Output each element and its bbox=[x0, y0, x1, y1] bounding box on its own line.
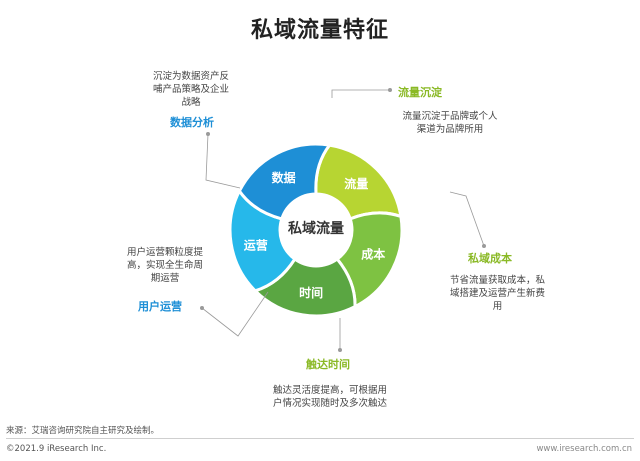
footer-divider bbox=[6, 438, 634, 439]
desc-line: 哺产品策略及企业 bbox=[152, 84, 229, 95]
segment-label: 运营 bbox=[244, 238, 268, 253]
callout-header-data-analysis: 数据分析 bbox=[170, 116, 214, 129]
desc-line: 触达灵活度提高，可根据用 bbox=[272, 385, 387, 396]
callout-desc-reach-time: 触达灵活度提高，可根据用 户情况实现随时及多次触达 bbox=[250, 384, 410, 410]
leader-dot bbox=[206, 132, 210, 136]
leader-dot bbox=[482, 244, 486, 248]
leader-dot bbox=[200, 306, 204, 310]
desc-line: 战略 bbox=[181, 97, 201, 108]
leader-line bbox=[449, 191, 485, 247]
desc-line: 户情况实现随时及多次触达 bbox=[272, 398, 387, 409]
callout-desc-data-analysis: 沉淀为数据资产反 哺产品策略及企业 战略 bbox=[136, 70, 246, 109]
desc-line: 高，实现全生命周 bbox=[126, 260, 203, 271]
site-url: www.iresearch.com.cn bbox=[536, 444, 632, 454]
leader-line bbox=[205, 133, 241, 189]
source-note: 来源：艾瑞咨询研究院自主研究及绘制。 bbox=[6, 426, 160, 436]
desc-line: 域搭建及运营产生新费 bbox=[449, 288, 545, 299]
callout-desc-private-cost: 节省流量获取成本，私 域搭建及运营产生新费 用 bbox=[430, 274, 565, 313]
desc-line: 用户运营颗粒度提 bbox=[126, 247, 203, 258]
segment-1 bbox=[335, 211, 404, 310]
copyright: ©2021.9 iResearch Inc. bbox=[6, 444, 107, 454]
callout-header-user-operation: 用户运营 bbox=[138, 300, 182, 313]
desc-line: 流量沉淀于品牌或个人 bbox=[402, 111, 498, 122]
page-title: 私域流量特征 bbox=[250, 18, 389, 43]
leader-dot bbox=[338, 348, 342, 352]
segment-label: 数据 bbox=[272, 170, 296, 185]
segment-label: 流量 bbox=[344, 176, 368, 191]
segment-2 bbox=[252, 256, 357, 318]
segment-3 bbox=[228, 188, 297, 293]
desc-line: 用 bbox=[492, 301, 503, 312]
leader-line bbox=[331, 89, 390, 98]
segment-label: 成本 bbox=[361, 247, 385, 262]
leader-line bbox=[201, 291, 269, 337]
callout-header-private-cost: 私域成本 bbox=[468, 252, 512, 265]
callout-desc-traffic-settling: 流量沉淀于品牌或个人 渠道为品牌所用 bbox=[380, 110, 520, 136]
desc-line: 渠道为品牌所用 bbox=[416, 124, 484, 135]
desc-line: 沉淀为数据资产反 bbox=[152, 71, 229, 82]
callout-header-traffic-settling: 流量沉淀 bbox=[398, 86, 442, 99]
desc-line: 节省流量获取成本，私 bbox=[449, 275, 545, 286]
leader-lines bbox=[200, 88, 486, 352]
callout-desc-user-operation: 用户运营颗粒度提 高，实现全生命周 期运营 bbox=[110, 246, 220, 285]
desc-line: 期运营 bbox=[150, 273, 180, 284]
segment-4 bbox=[237, 142, 333, 221]
leader-dot bbox=[388, 88, 392, 92]
callout-header-reach-time: 触达时间 bbox=[306, 358, 350, 371]
center-label: 私域流量 bbox=[288, 220, 344, 237]
segment-label: 时间 bbox=[299, 285, 323, 300]
